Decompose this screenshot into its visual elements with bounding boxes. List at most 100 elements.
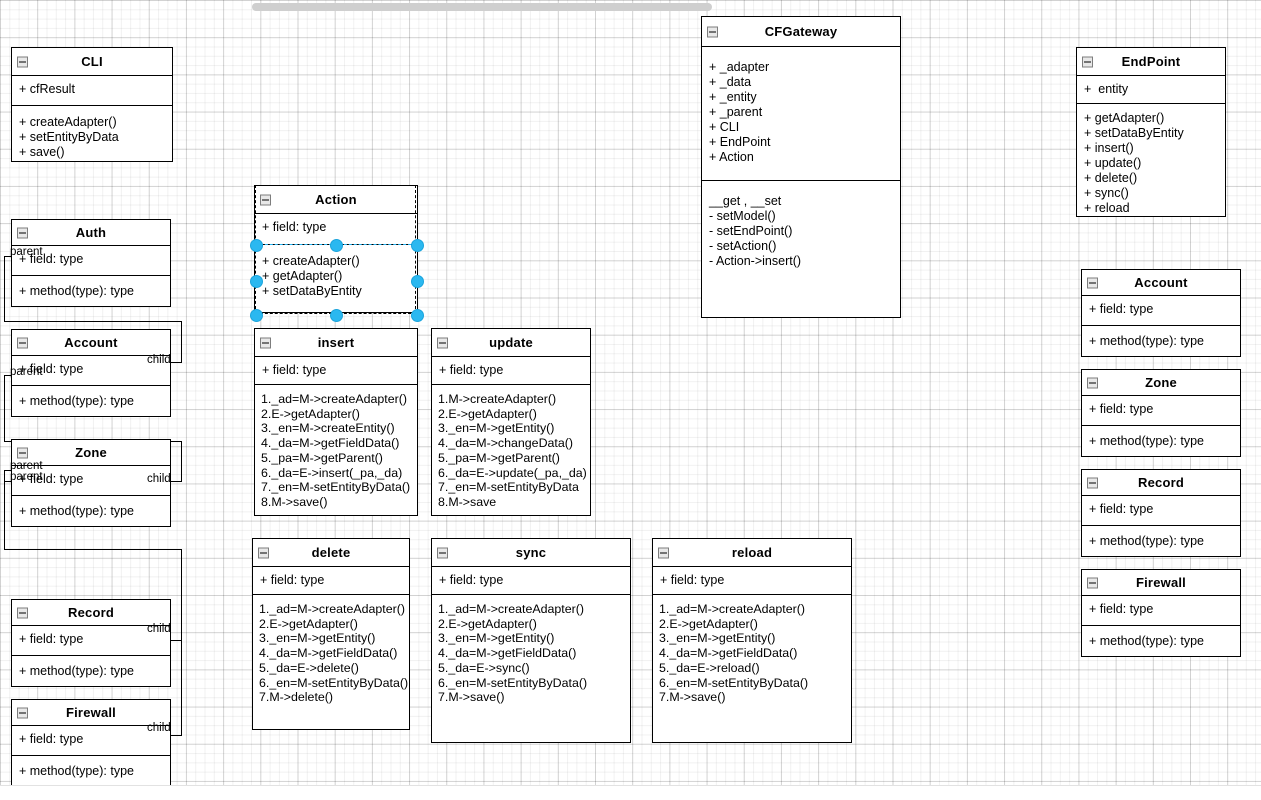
step-row: 2.E->getAdapter(): [259, 616, 358, 631]
collapse-icon[interactable]: [260, 194, 271, 205]
horizontal-scrollbar-thumb[interactable]: [252, 3, 712, 11]
class-box-account-left[interactable]: Account + field: type + method(type): ty…: [11, 329, 171, 417]
class-title: Action: [315, 192, 357, 207]
collapse-icon[interactable]: [658, 547, 669, 558]
step-row: 1._ad=M->createAdapter(): [659, 602, 806, 616]
connector-zone-parent-vertical: [4, 470, 5, 550]
collapse-icon[interactable]: [17, 707, 28, 718]
collapse-icon[interactable]: [1082, 56, 1093, 67]
attribute-row: + field: type: [1089, 302, 1154, 316]
collapse-icon[interactable]: [17, 607, 28, 618]
resize-handle-middle-right[interactable]: [410, 274, 424, 288]
class-operations-auth: + method(type): type: [12, 276, 170, 305]
collapse-icon[interactable]: [1087, 477, 1098, 488]
resize-handle-top-right[interactable]: [410, 238, 424, 252]
connector-auth-parent-vertical: [4, 256, 5, 322]
class-box-endpoint[interactable]: EndPoint + entity + getAdapter() + setDa…: [1076, 47, 1226, 217]
class-header-delete[interactable]: delete: [253, 539, 409, 567]
resize-handle-bottom-center[interactable]: [329, 308, 343, 322]
collapse-icon[interactable]: [260, 337, 271, 348]
collapse-icon[interactable]: [1087, 277, 1098, 288]
collapse-icon[interactable]: [707, 26, 718, 37]
class-steps-reload: 1._ad=M->createAdapter() 2.E->getAdapter…: [653, 595, 851, 711]
collapse-icon[interactable]: [17, 56, 28, 67]
step-row: 4._da=M->getFieldData(): [259, 646, 398, 661]
class-box-reload[interactable]: reload + field: type 1._ad=M->createAdap…: [652, 538, 852, 743]
step-row: 1._ad=M->createAdapter(): [259, 602, 406, 616]
class-box-cfgateway[interactable]: CFGateway + _adapter + _data + _entity +…: [701, 16, 901, 318]
class-header-zone-left[interactable]: Zone: [12, 440, 170, 466]
class-header-zone-right[interactable]: Zone: [1082, 370, 1240, 396]
operation-row: + method(type): type: [1089, 434, 1204, 448]
class-header-firewall-right[interactable]: Firewall: [1082, 570, 1240, 596]
edge-label-zone-parent-b: parent: [10, 471, 43, 483]
class-box-update[interactable]: update + field: type 1.M->createAdapter(…: [431, 328, 591, 516]
step-row: 6._en=M-setEntityByData(): [438, 675, 588, 690]
collapse-icon[interactable]: [17, 337, 28, 348]
class-header-cfgateway[interactable]: CFGateway: [702, 17, 900, 47]
collapse-icon[interactable]: [258, 547, 269, 558]
operation-row: - setAction(): [709, 239, 777, 253]
connector-zone-parent-top: [4, 470, 14, 471]
attribute-row: + _data: [709, 75, 752, 89]
class-header-record-right[interactable]: Record: [1082, 470, 1240, 496]
operation-row: + update(): [1084, 156, 1142, 170]
collapse-icon[interactable]: [17, 447, 28, 458]
attribute-row: + field: type: [1089, 402, 1154, 416]
class-header-sync[interactable]: sync: [432, 539, 630, 567]
class-steps-update: 1.M->createAdapter() 2.E->getAdapter() 3…: [432, 385, 590, 516]
class-header-reload[interactable]: reload: [653, 539, 851, 567]
edge-label-zone-child: child: [147, 473, 171, 485]
resize-handle-bottom-right[interactable]: [410, 308, 424, 322]
step-row: 6._en=M-setEntityByData(): [259, 675, 409, 690]
class-header-endpoint[interactable]: EndPoint: [1077, 48, 1225, 76]
attribute-row: + entity: [1084, 82, 1129, 96]
class-header-record-left[interactable]: Record: [12, 600, 170, 626]
resize-handle-top-center[interactable]: [329, 238, 343, 252]
operation-row: + save(): [19, 145, 65, 159]
class-header-cli[interactable]: CLI: [12, 48, 172, 76]
class-header-account-left[interactable]: Account: [12, 330, 170, 356]
class-box-cli[interactable]: CLI + cfResult + createAdapter() + setEn…: [11, 47, 173, 162]
collapse-icon[interactable]: [437, 337, 448, 348]
class-operations-account-right: + method(type): type: [1082, 326, 1240, 355]
class-box-zone-left[interactable]: Zone + field: type + method(type): type: [11, 439, 171, 527]
class-steps-delete: 1._ad=M->createAdapter() 2.E->getAdapter…: [253, 595, 409, 711]
step-row: 5._pa=M->getParent(): [438, 450, 560, 465]
edge-label-zone-parent-a: parent: [10, 460, 43, 472]
class-box-insert[interactable]: insert + field: type 1._ad=M->createAdap…: [254, 328, 418, 516]
class-header-update[interactable]: update: [432, 329, 590, 357]
class-header-insert[interactable]: insert: [255, 329, 417, 357]
class-box-auth[interactable]: Auth + field: type + method(type): type: [11, 219, 171, 307]
step-row: 8.M->save: [438, 494, 497, 509]
attribute-row: + field: type: [439, 573, 504, 587]
class-header-action[interactable]: Action: [255, 186, 417, 214]
class-header-auth[interactable]: Auth: [12, 220, 170, 246]
step-row: 5._da=E->delete(): [259, 660, 359, 675]
resize-handle-top-left[interactable]: [249, 238, 263, 252]
class-box-record-right[interactable]: Record + field: type + method(type): typ…: [1081, 469, 1241, 557]
class-box-account-right[interactable]: Account + field: type + method(type): ty…: [1081, 269, 1241, 357]
connector-firewall-child-link: [161, 735, 182, 736]
connector-zone-to-children-vertical: [181, 549, 182, 735]
class-box-firewall-left[interactable]: Firewall + field: type + method(type): t…: [11, 699, 171, 787]
edge-label-account-parent: parent: [10, 366, 43, 378]
class-box-firewall-right[interactable]: Firewall + field: type + method(type): t…: [1081, 569, 1241, 657]
class-box-sync[interactable]: sync + field: type 1._ad=M->createAdapte…: [431, 538, 631, 743]
operation-row: - setEndPoint(): [709, 224, 793, 238]
resize-handle-middle-left[interactable]: [249, 274, 263, 288]
class-box-delete[interactable]: delete + field: type 1._ad=M->createAdap…: [252, 538, 410, 730]
class-header-firewall-left[interactable]: Firewall: [12, 700, 170, 726]
resize-handle-bottom-left[interactable]: [249, 308, 263, 322]
collapse-icon[interactable]: [437, 547, 448, 558]
class-title: Zone: [75, 445, 107, 460]
attribute-row: + _adapter: [709, 60, 770, 74]
class-box-zone-right[interactable]: Zone + field: type + method(type): type: [1081, 369, 1241, 457]
collapse-icon[interactable]: [17, 227, 28, 238]
collapse-icon[interactable]: [1087, 377, 1098, 388]
horizontal-scrollbar-track[interactable]: [0, 785, 1261, 800]
class-box-record-left[interactable]: Record + field: type + method(type): typ…: [11, 599, 171, 687]
class-header-account-right[interactable]: Account: [1082, 270, 1240, 296]
collapse-icon[interactable]: [1087, 577, 1098, 588]
